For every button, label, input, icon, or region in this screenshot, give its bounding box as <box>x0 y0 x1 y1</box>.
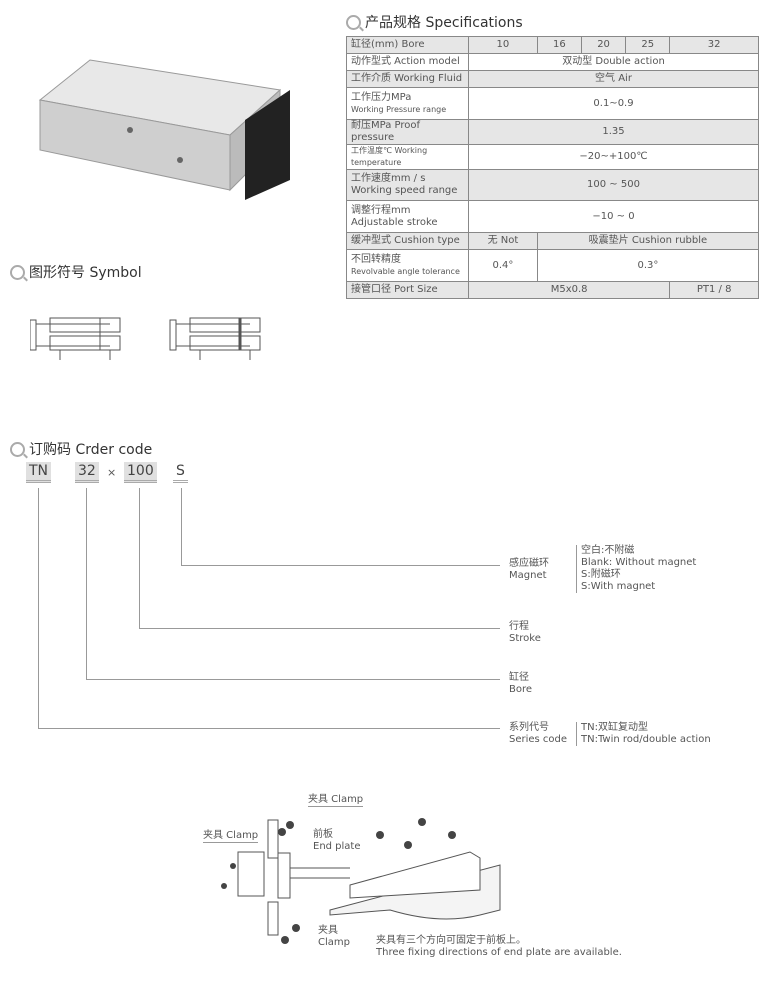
code-magnet: S <box>173 462 188 483</box>
leader-line <box>86 679 500 680</box>
leader-line <box>181 565 500 566</box>
code-stroke: 100 <box>124 462 157 483</box>
pneumatic-symbol <box>30 317 261 360</box>
symbol-heading: 图形符号 Symbol <box>10 262 142 282</box>
magnifier-icon <box>10 441 25 457</box>
leader-line <box>38 488 39 728</box>
magnifier-icon <box>10 264 25 280</box>
leader-line <box>181 488 182 565</box>
product-photo <box>38 59 290 200</box>
table-row: 工作温度℃ Working temperature−20~+100℃ <box>346 144 759 170</box>
order-code-heading: 订购码 Crder code <box>10 439 152 459</box>
mounting-diagram <box>221 818 501 944</box>
code-separator: × <box>107 466 117 479</box>
clamp-left-label: 夹具 Clamp <box>203 830 259 843</box>
leader-line <box>86 488 87 679</box>
specifications-heading: 产品规格 Specifications <box>346 12 523 32</box>
mounting-note: 夹具有三个方向可固定于前板上。Three fixing directions o… <box>376 935 622 958</box>
code-series: TN <box>26 462 52 483</box>
magnifier-icon <box>346 14 361 30</box>
clamp-top-label: 夹具 Clamp <box>308 794 364 807</box>
leader-line <box>38 728 500 729</box>
leader-line <box>139 488 140 628</box>
code-bore: 32 <box>75 462 99 483</box>
leader-line <box>139 628 500 629</box>
